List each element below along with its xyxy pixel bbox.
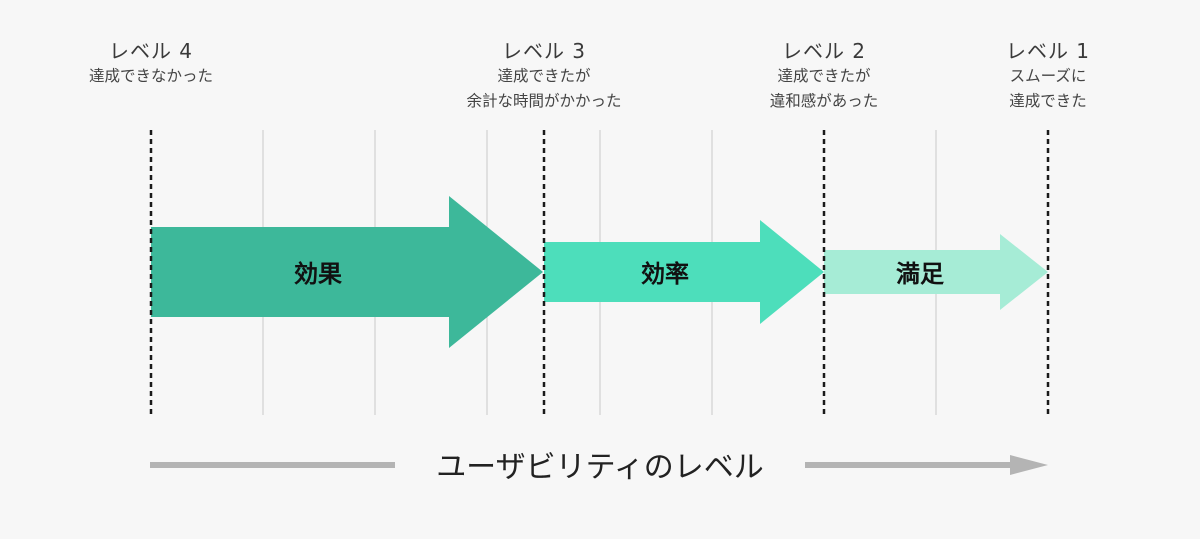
satisfaction-label: 満足 — [896, 260, 944, 288]
level-4-desc-line-1: 達成できなかった — [88, 67, 213, 85]
effectiveness-label: 効果 — [294, 260, 342, 288]
level-4-header: レベル 4 達成できなかった — [61, 38, 241, 89]
axis-line-left — [150, 462, 395, 468]
level-1-desc-line-1: スムーズに — [1009, 67, 1087, 85]
axis-line-right — [805, 462, 1015, 468]
level-1-name: レベル 1 — [1005, 39, 1091, 63]
level-2-name: レベル 2 — [781, 39, 867, 63]
level-2-desc-line-2: 違和感があった — [769, 92, 879, 110]
level-3-desc-line-1: 達成できたが — [497, 67, 591, 85]
level-1-header: レベル 1 スムーズに 達成できた — [958, 38, 1138, 114]
axis-arrowhead — [1010, 455, 1048, 475]
effectiveness-arrow — [151, 196, 543, 348]
level-boundaries — [149, 130, 1050, 415]
efficiency-label: 効率 — [641, 260, 689, 288]
efficiency-arrow — [544, 220, 824, 324]
level-4-name: レベル 4 — [108, 39, 194, 63]
level-1-desc-line-2: 達成できた — [1009, 92, 1087, 110]
axis-label: ユーザビリティのレベル — [436, 450, 764, 485]
level-2-desc-line-1: 達成できたが — [777, 67, 871, 85]
satisfaction-arrow — [824, 234, 1048, 310]
level-3-name: レベル 3 — [501, 39, 587, 63]
level-2-header: レベル 2 達成できたが 違和感があった — [734, 38, 914, 114]
level-3-desc-line-2: 余計な時間がかかった — [466, 92, 622, 110]
level-3-header: レベル 3 達成できたが 余計な時間がかかった — [454, 38, 634, 114]
